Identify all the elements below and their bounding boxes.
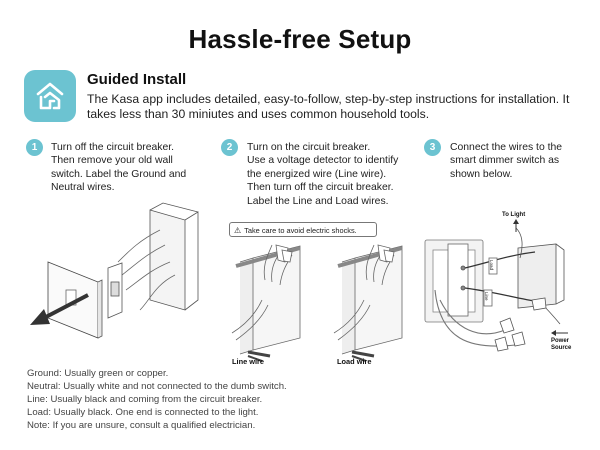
kasa-app-icon (24, 70, 76, 122)
kasa-house-icon (36, 82, 64, 110)
line-wire-label: Line wire (232, 357, 265, 366)
remove-arrow-icon (30, 293, 89, 325)
guided-install-heading: Guided Install (87, 71, 187, 88)
power-source-label: Power Source (551, 338, 571, 352)
warning-text: Take care to avoid electric shocks. (244, 226, 357, 235)
step-2-line: the energized wire (Line wire). (247, 168, 387, 180)
step-2-line: Label the Line and Load wires. (247, 195, 389, 207)
step-3-text: Connect the wires to the smart dimmer sw… (450, 141, 590, 181)
step-2-badge: 2 (221, 139, 238, 156)
step-2-line: Then turn off the circuit breaker. (247, 182, 394, 194)
note-line: Line: Usually black and coming from the … (27, 394, 263, 405)
power-source-label-line: Power (551, 338, 570, 344)
step-2-text: Turn on the circuit breaker. Use a volta… (247, 141, 417, 208)
page-title: Hassle-free Setup (188, 24, 412, 54)
note-neutral: Neutral: Usually white and not connected… (27, 381, 287, 392)
power-source-label-line: Source (551, 345, 572, 351)
step-1-line: Neutral wires. (51, 182, 115, 194)
load-tag-label: Load (489, 260, 494, 271)
step-3-line: smart dimmer switch as (450, 155, 560, 167)
step-1-line: Then remove your old wall (51, 155, 173, 167)
load-wire-illustration (333, 244, 403, 362)
to-light-label: To Light (502, 212, 526, 218)
line-wire-illustration (231, 244, 301, 362)
step-3-line: Connect the wires to the (450, 142, 563, 153)
old-switch-removal-illustration (47, 202, 199, 339)
step-3-badge: 3 (424, 139, 441, 156)
note-load: Load: Usually black. One end is connecte… (27, 407, 259, 418)
wire-notes: Ground: Usually green or copper. Neutral… (27, 367, 587, 432)
note-electrician: Note: If you are unsure, consult a quali… (27, 420, 256, 431)
step-1-line: switch. Label the Ground and (51, 168, 187, 180)
smart-dimmer-wiring-illustration (424, 227, 565, 352)
step-3-line: shown below. (450, 168, 513, 180)
to-light-arrow-icon (513, 219, 519, 232)
load-wire-label: Load wire (337, 357, 372, 366)
power-source-arrow-icon (551, 330, 568, 336)
step-1-badge: 1 (26, 139, 43, 156)
step-1-text: Turn off the circuit breaker. Then remov… (51, 141, 211, 195)
step-2-line: Use a voltage detector to identify (247, 155, 399, 167)
electric-shock-warning: ⚠Take care to avoid electric shocks. (229, 222, 377, 237)
step-2-line: Turn on the circuit breaker. (247, 142, 371, 153)
step-1-line: Turn off the circuit breaker. (51, 142, 175, 153)
line-tag-label: Line (484, 292, 489, 301)
guided-install-description: The Kasa app includes detailed, easy-to-… (87, 92, 570, 121)
note-ground: Ground: Usually green or copper. (27, 368, 169, 379)
warning-triangle-icon: ⚠ (234, 226, 242, 235)
